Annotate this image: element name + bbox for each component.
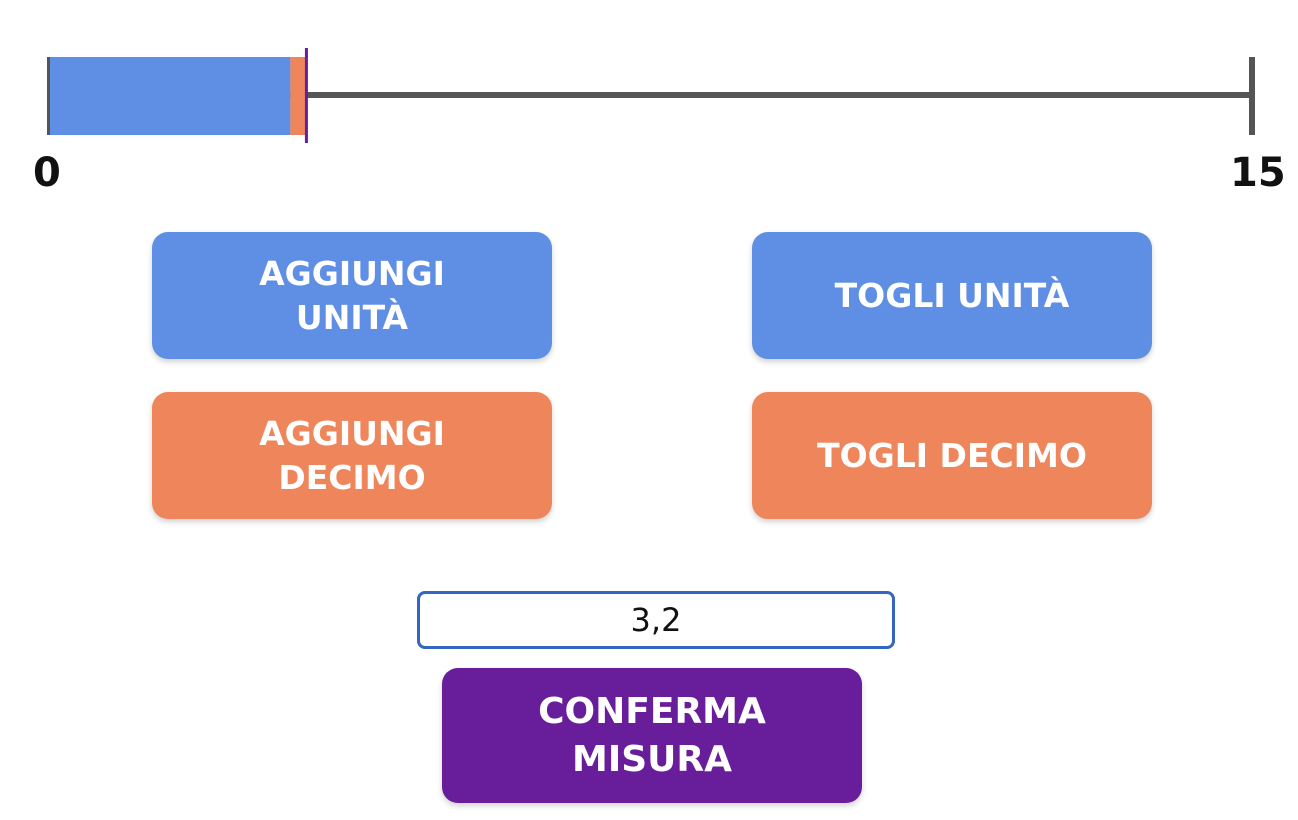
confirm-measurement-button[interactable]: CONFERMA MISURA: [442, 668, 862, 803]
add-unit-button[interactable]: AGGIUNGI UNITÀ: [152, 232, 552, 359]
remove-unit-button[interactable]: TOGLI UNITÀ: [752, 232, 1152, 359]
add-tenth-button[interactable]: AGGIUNGI DECIMO: [152, 392, 552, 519]
measurement-input[interactable]: [417, 591, 895, 649]
ruler-max-label: 15: [1230, 150, 1286, 196]
remove-tenth-button[interactable]: TOGLI DECIMO: [752, 392, 1152, 519]
measurement-ruler: 0 15: [0, 0, 1298, 200]
ruler-graphic: [47, 48, 1255, 143]
ruler-min-label: 0: [33, 150, 61, 196]
units-bar: [50, 57, 291, 135]
tenths-bar: [290, 57, 307, 135]
